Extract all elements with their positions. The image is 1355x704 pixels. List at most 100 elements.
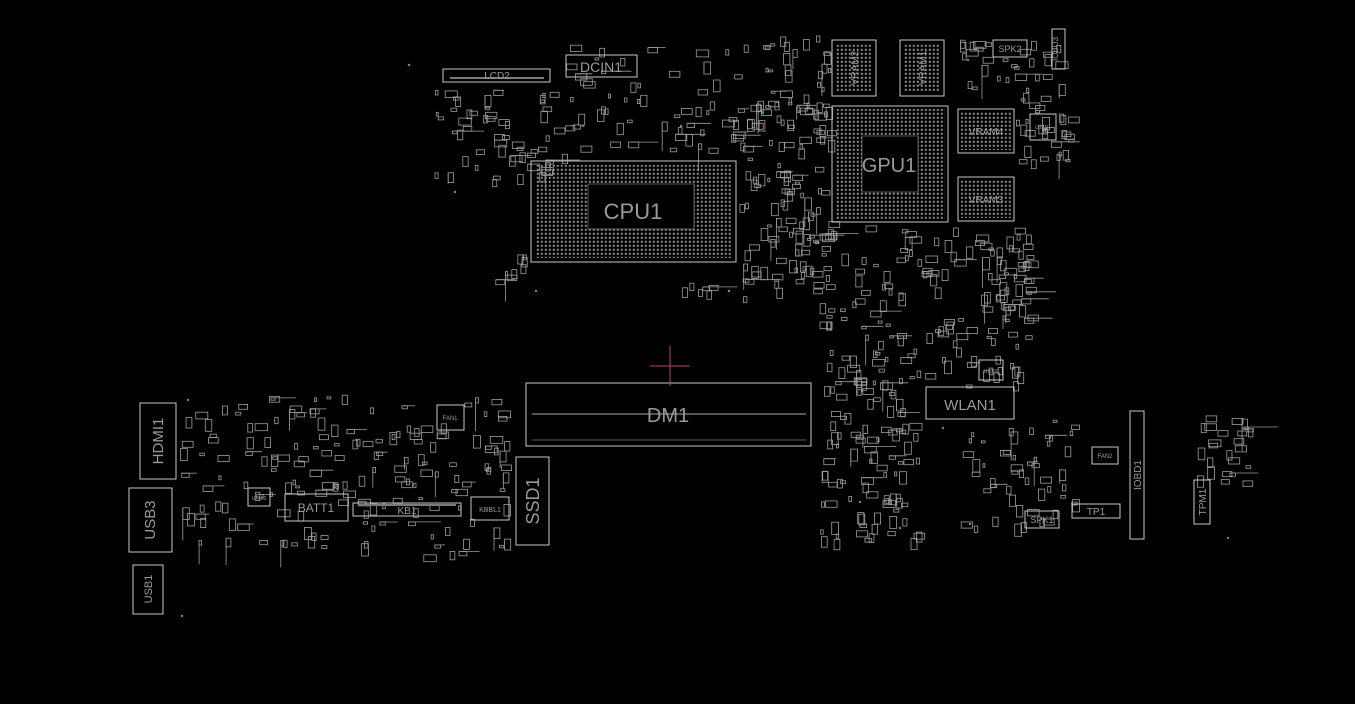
passive-component (1020, 98, 1026, 102)
passive-component (492, 175, 501, 181)
passive-component (813, 239, 819, 244)
dm1-slot[interactable]: DM1 (525, 382, 812, 447)
passive-component (389, 431, 398, 446)
passive-component (742, 278, 750, 283)
passive-component (200, 518, 207, 529)
fan1-connector[interactable]: FAN1 (436, 404, 465, 431)
passive-component (1010, 464, 1024, 472)
fan2-connector[interactable]: FAN2 (1091, 446, 1119, 465)
passive-component (768, 236, 780, 243)
passive-component (943, 318, 955, 326)
lcd2-connector[interactable]: LCD2 (442, 68, 551, 83)
passive-component (1220, 479, 1230, 485)
passive-component (1018, 250, 1024, 260)
passive-component (858, 513, 866, 526)
kb1-connector[interactable]: KB1 (352, 502, 462, 517)
gpu1-package[interactable]: GPU1 (831, 105, 949, 223)
passive-component (1019, 48, 1031, 56)
usb3-connector[interactable]: USB3 (128, 487, 173, 553)
passive-component (944, 239, 953, 253)
passive-component (369, 407, 374, 415)
vram2-label: VRAM2 (850, 50, 861, 85)
passive-component (395, 476, 406, 483)
passive-component (450, 107, 458, 112)
vram3-chip[interactable]: VRAM3 (957, 176, 1015, 222)
ssd1-slot[interactable]: SSD1 (515, 456, 550, 546)
passive-component (776, 287, 783, 299)
kbbl1-label: KBBL1 (479, 507, 501, 514)
passive-component (725, 49, 730, 56)
spk2-connector[interactable]: SPK2 (992, 39, 1028, 58)
hdmi1-connector[interactable]: HDMI1 (139, 402, 177, 480)
passive-component (298, 456, 309, 463)
passive-component (561, 153, 568, 165)
passive-component (740, 142, 746, 152)
passive-component (1024, 477, 1030, 485)
u3bd1-chip[interactable]: U3BD1 (1029, 113, 1057, 141)
vram4-chip[interactable]: VRAM4 (957, 108, 1015, 154)
passive-component (769, 139, 773, 146)
passive-component (822, 234, 835, 243)
passive-component (361, 543, 369, 557)
passive-component (542, 92, 546, 99)
cpu1-package[interactable]: CPU1 (530, 160, 737, 263)
passive-component (341, 394, 348, 405)
spk2-label: SPK2 (998, 44, 1021, 54)
passive-component (462, 126, 473, 132)
passive-component (1042, 117, 1050, 131)
kbbl1-connector[interactable]: KBBL1 (470, 496, 510, 521)
batt1-connector[interactable]: BATT1 (284, 493, 349, 522)
passive-component (803, 39, 810, 51)
passive-component (831, 432, 839, 446)
u7100-chip[interactable]: U7100 (247, 487, 271, 507)
passive-component (1031, 463, 1040, 469)
passive-component (1072, 499, 1080, 513)
passive-component (934, 287, 942, 300)
passive-component (734, 74, 743, 80)
passive-component (958, 318, 964, 322)
passive-component (1020, 124, 1028, 137)
usb3-label: USB3 (142, 500, 159, 539)
passive-component (610, 141, 621, 148)
passive-component (394, 465, 407, 473)
iobd1-connector[interactable]: IOBD1 (1129, 410, 1145, 540)
passive-component (855, 275, 863, 288)
iobd3-connector[interactable]: IOBD3 (1051, 28, 1066, 70)
ssd1-label: SSD1 (523, 477, 543, 524)
u7900-chip[interactable]: U7900 (978, 359, 1004, 381)
passive-component (669, 147, 678, 153)
tp1-connector[interactable]: TP1 (1071, 503, 1121, 519)
passive-component (1023, 243, 1034, 250)
passive-component (795, 279, 805, 285)
passive-component (1030, 159, 1037, 170)
passive-component (342, 481, 348, 490)
tpm1-connector[interactable]: TPM1 (1193, 479, 1211, 525)
wlan1-module[interactable]: WLAN1 (925, 386, 1015, 420)
passive-component (335, 483, 340, 490)
usb1-connector[interactable]: USB1 (132, 564, 164, 615)
passive-component (844, 412, 852, 425)
via-dot (941, 426, 945, 430)
dcin1-label: DCIN1 (580, 59, 622, 75)
vram1-chip[interactable]: VRAM1 (899, 39, 945, 97)
passive-component (840, 415, 848, 421)
passive-component (869, 458, 873, 464)
passive-component (1017, 262, 1026, 267)
passive-component (311, 532, 317, 541)
spk1-connector[interactable]: SPK1 (1024, 510, 1060, 529)
via-dot (581, 124, 585, 128)
passive-component (420, 425, 434, 433)
passive-component (743, 44, 749, 53)
passive-component (890, 389, 897, 400)
passive-component (900, 356, 913, 364)
passive-component (789, 260, 797, 274)
dcin1-connector[interactable]: DCIN1 (565, 54, 638, 78)
passive-component (870, 451, 878, 464)
passive-component (313, 397, 317, 403)
passive-component (504, 538, 512, 551)
passive-component (888, 499, 892, 505)
passive-component (334, 443, 340, 447)
vram2-chip[interactable]: VRAM2 (831, 39, 877, 97)
passive-component (799, 136, 812, 144)
